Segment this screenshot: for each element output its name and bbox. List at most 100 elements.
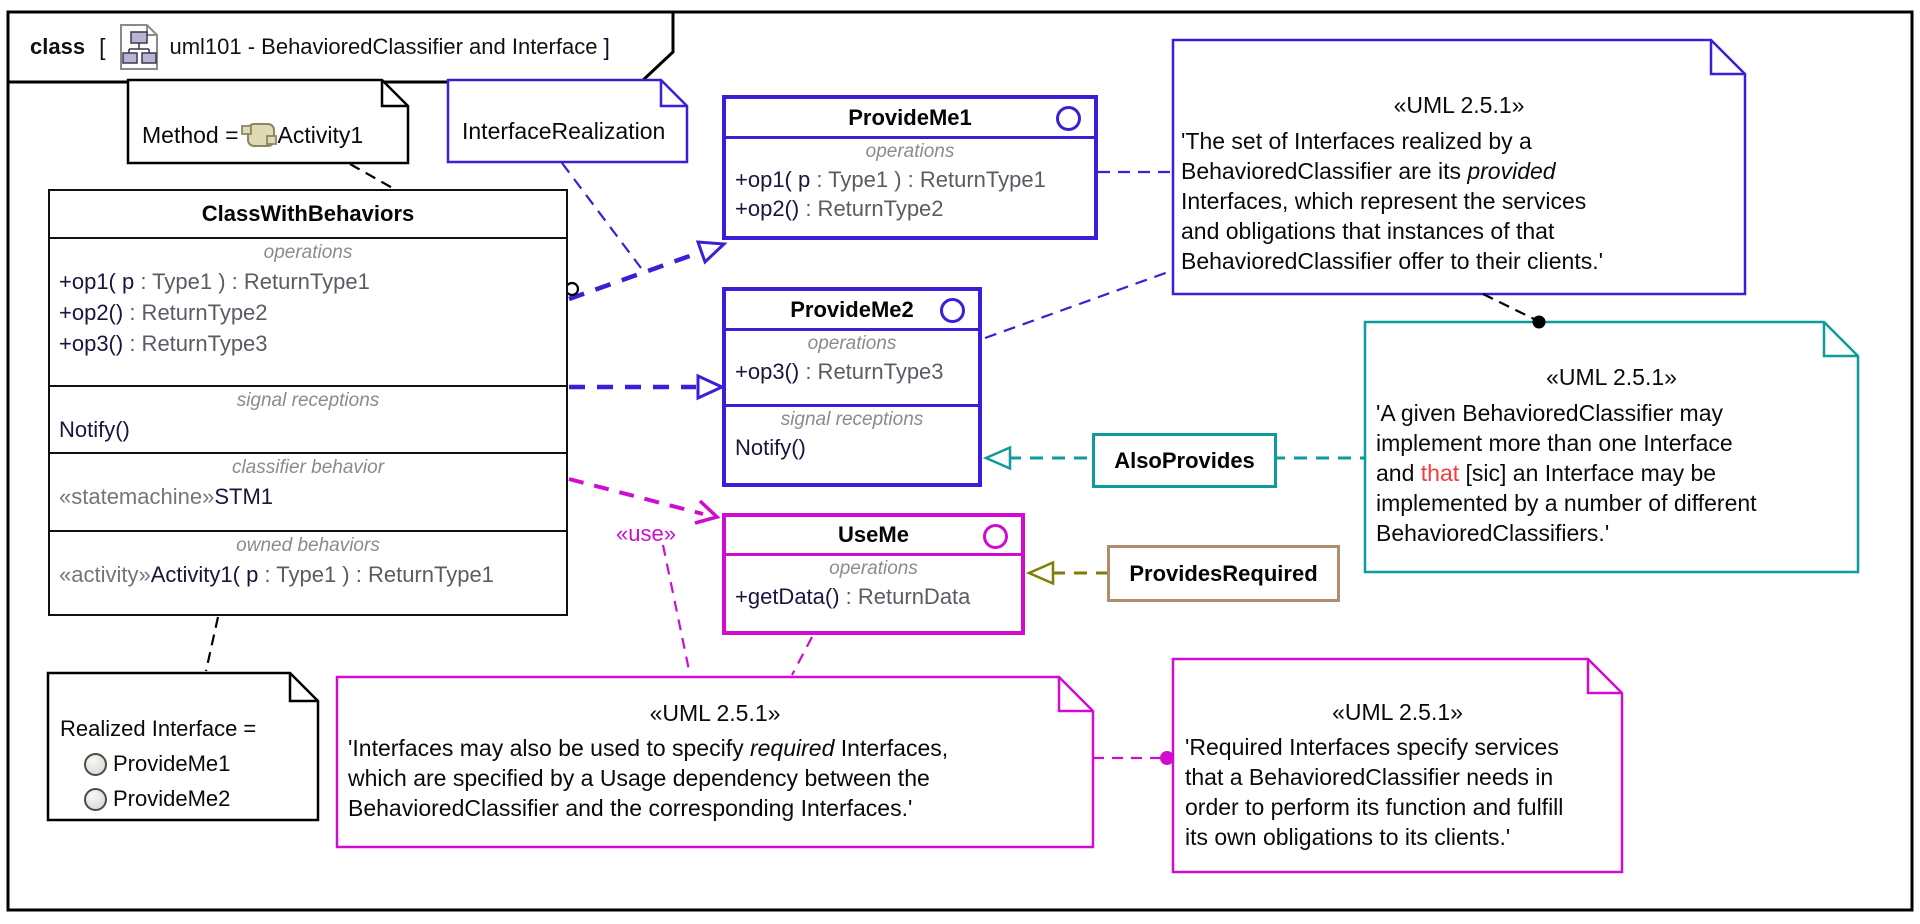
- use-stereotype-label: «use»: [616, 521, 676, 546]
- method-note-content: Method = Activity1: [142, 118, 402, 152]
- signal-receptions-compartment: signal receptions Notify(): [50, 387, 566, 454]
- multiple-interfaces-note-shape[interactable]: [1363, 320, 1860, 574]
- compartment-label: signal receptions: [236, 390, 380, 411]
- realized-interface-note-shape[interactable]: [46, 671, 320, 822]
- interface-circle-icon: [1056, 106, 1081, 131]
- realized-note-anchor[interactable]: [204, 616, 220, 672]
- useme-note-anchor[interactable]: [791, 636, 813, 676]
- interface-realizations: [568, 240, 728, 401]
- compartment-label: operations: [829, 558, 918, 579]
- interface-name: ProvideMe2: [790, 296, 914, 322]
- multiple-interfaces-note-fold: [1822, 322, 1858, 358]
- compartment-label: signal receptions: [780, 409, 924, 430]
- note-to-note-anchor[interactable]: [1482, 293, 1535, 320]
- realized-interface-item: ProvideMe2: [84, 786, 318, 812]
- interface-realization-note-anchor[interactable]: [561, 162, 642, 269]
- interface-useme[interactable]: UseMe operations +getData() : ReturnData: [722, 513, 1025, 635]
- compartment-label: classifier behavior: [231, 457, 385, 478]
- signal-rows: Notify(): [59, 417, 130, 442]
- interface-realization-note-content: InterfaceRealization: [462, 118, 666, 144]
- signal-receptions-compartment: signal receptions Notify(): [726, 407, 978, 483]
- usage-dependency: [568, 477, 721, 525]
- operations-compartment: operations +op1( p : Type1 ) : ReturnTyp…: [50, 239, 566, 387]
- required-usage-note-shape[interactable]: [335, 675, 1095, 849]
- owned-behaviors-compartment: owned behaviors «activity»Activity1( p :…: [50, 532, 566, 614]
- compartment-label: owned behaviors: [236, 535, 380, 556]
- frame-keyword: class: [30, 34, 86, 59]
- operations-compartment: operations +op1( p : Type1 ) : ReturnTyp…: [726, 139, 1094, 236]
- use-dependency-arrowhead: [694, 499, 721, 525]
- use-dependency-line[interactable]: [568, 477, 704, 516]
- interface-circle-icon: [940, 298, 965, 323]
- owned-behavior-rows: «activity»Activity1( p : Type1 ) : Retur…: [59, 562, 494, 587]
- also-provides-arrowhead: [982, 445, 1012, 471]
- diagram-frame-tab[interactable]: [6, 10, 675, 84]
- realized-interface-name: ProvideMe2: [113, 786, 231, 811]
- realized-interface-note-fold: [288, 673, 318, 703]
- realized-interface-note-content: Realized Interface = ProvideMe1 ProvideM…: [48, 716, 318, 812]
- compartment-label: operations: [263, 242, 353, 263]
- method-note-shape[interactable]: [126, 78, 410, 165]
- activity-icon: [240, 123, 277, 147]
- note-stereotype: «UML 2.5.1»: [1393, 92, 1525, 118]
- provided-interfaces-note-content: «UML 2.5.1» 'The set of Interfaces reali…: [1173, 92, 1745, 276]
- method-note-fold: [380, 80, 408, 108]
- interface-title: ProvideMe1: [726, 99, 1094, 139]
- diagram-name: uml101 - BehavioredClassifier and Interf…: [169, 34, 598, 59]
- interface-title: UseMe: [726, 517, 1021, 556]
- interface-name: ProvideMe1: [848, 104, 972, 130]
- realization-arrowhead-provideme2: [696, 373, 726, 401]
- class-title: ClassWithBehaviors: [50, 191, 566, 239]
- required-interfaces-note-shape[interactable]: [1171, 657, 1624, 874]
- provideme2-note-anchor[interactable]: [984, 269, 1172, 340]
- method-note-value: Activity1: [277, 121, 364, 148]
- realized-note-title: Realized Interface =: [60, 716, 257, 741]
- interface-realization-note-fold: [659, 80, 687, 108]
- provides-required-arrowhead: [1025, 560, 1055, 586]
- required-usage-note-fold: [1057, 677, 1093, 713]
- classifier-behavior-compartment: classifier behavior «statemachine»STM1: [50, 454, 566, 532]
- note-stereotype: «UML 2.5.1»: [1332, 699, 1463, 725]
- note-shapes: [46, 38, 1860, 874]
- note-text: 'Interfaces may also be used to specify …: [348, 735, 949, 821]
- interface-ball-icon: [84, 752, 107, 776]
- realized-interface-name: ProvideMe1: [113, 751, 231, 776]
- compartment-label: operations: [865, 141, 955, 162]
- provided-interfaces-note-shape[interactable]: [1171, 38, 1747, 296]
- realization-provideme1[interactable]: [568, 249, 702, 302]
- class-classwithbehaviors[interactable]: ClassWithBehaviors operations +op1( p : …: [48, 189, 568, 616]
- required-interfaces-note-fold: [1586, 659, 1622, 695]
- multiple-interfaces-note-content: «UML 2.5.1» 'A given BehavioredClassifie…: [1365, 364, 1858, 548]
- required-usage-note-content: «UML 2.5.1» 'Interfaces may also be used…: [337, 700, 1093, 823]
- diagram-frame-header[interactable]: class [ uml101 - BehavioredClassifier an…: [8, 12, 668, 82]
- operations-compartment: operations +op3() : ReturnType3: [726, 331, 978, 407]
- realization-arrowhead-provideme1: [695, 240, 728, 265]
- provides-required-dependency: [1025, 560, 1107, 586]
- interface-name: UseMe: [838, 522, 909, 547]
- interface-circle-icon: [983, 524, 1008, 549]
- classifier-behavior-rows: «statemachine»STM1: [59, 484, 274, 509]
- anchor-dot-black: [1532, 315, 1546, 329]
- compartment-label: operations: [807, 333, 897, 354]
- usage-note-anchor[interactable]: [661, 544, 692, 676]
- required-interfaces-note-content: «UML 2.5.1» 'Required Interfaces specify…: [1173, 699, 1622, 852]
- also-provides-label[interactable]: AlsoProvides: [1092, 433, 1277, 488]
- interface-provideme2[interactable]: ProvideMe2 operations +op3() : ReturnTyp…: [722, 287, 982, 487]
- method-note-text: Method =: [142, 121, 239, 148]
- operation-rows: +op3() : ReturnType3: [735, 359, 944, 384]
- anchor-dot-magenta: [1160, 751, 1174, 765]
- provided-interfaces-note-fold: [1709, 40, 1745, 76]
- frame-open-bracket: [: [99, 33, 106, 60]
- operation-rows: +op1( p : Type1 ) : ReturnType1+op2() : …: [59, 269, 370, 356]
- interface-realization-note-shape[interactable]: [446, 78, 689, 164]
- operations-compartment: operations +getData() : ReturnData: [726, 556, 1021, 631]
- interface-ball-icon: [84, 787, 107, 811]
- interface-provideme1[interactable]: ProvideMe1 operations +op1( p : Type1 ) …: [722, 95, 1098, 240]
- realized-interface-item: ProvideMe1: [84, 751, 318, 777]
- provides-required-label[interactable]: ProvidesRequired: [1107, 545, 1340, 602]
- frame-close-bracket: ]: [603, 33, 610, 60]
